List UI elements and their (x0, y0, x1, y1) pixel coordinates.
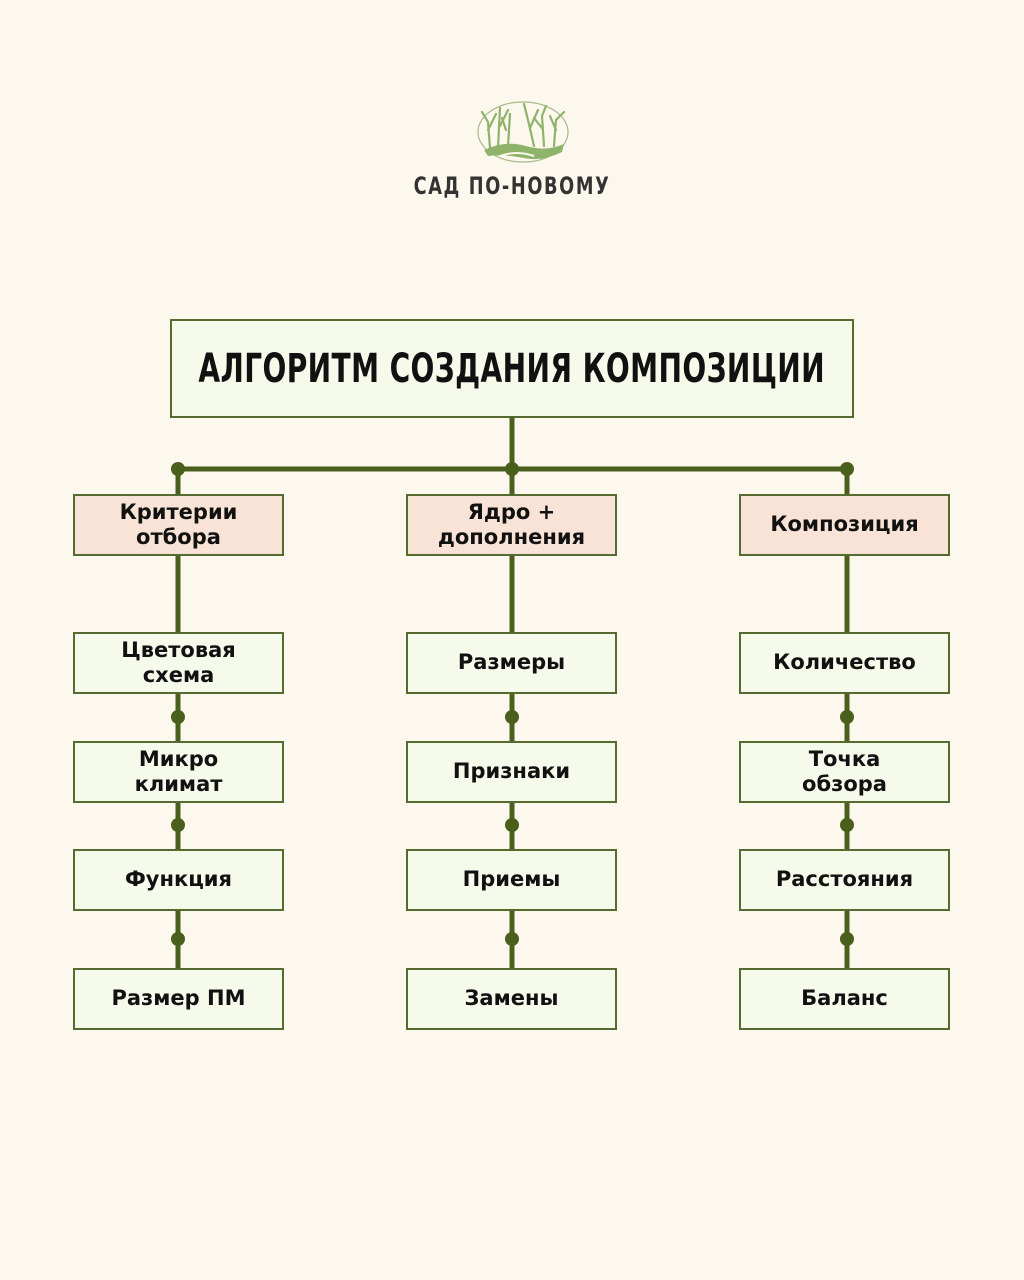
node-label: Количество (773, 650, 916, 675)
junction-dot (171, 932, 185, 946)
node-box: Микро климат (73, 741, 284, 803)
node-label: Точка обзора (802, 746, 887, 796)
node-box: Замены (406, 968, 617, 1030)
node-box: Цветовая схема (73, 632, 284, 694)
junction-dot (505, 818, 519, 832)
node-box: Расстояния (739, 849, 950, 911)
junction-dot (840, 932, 854, 946)
column-header-label: Критерии отбора (119, 499, 238, 549)
node-label: Расстояния (775, 867, 914, 892)
node-label: Размер ПМ (111, 986, 246, 1011)
node-box: Количество (739, 632, 950, 694)
node-box: Размеры (406, 632, 617, 694)
node-box: Приемы (406, 849, 617, 911)
node-label: Микро климат (134, 746, 223, 796)
diagram-title: АЛГОРИТМ СОЗДАНИЯ КОМПОЗИЦИИ (198, 345, 826, 392)
node-box: Признаки (406, 741, 617, 803)
node-box: Размер ПМ (73, 968, 284, 1030)
node-label: Баланс (801, 986, 888, 1011)
forest-oval-logo-icon (477, 101, 569, 163)
node-box: Точка обзора (739, 741, 950, 803)
brand-name: САД ПО-НОВОМУ (413, 172, 611, 200)
column-header-label: Композиция (770, 512, 919, 537)
junction-dot (840, 818, 854, 832)
node-label: Функция (124, 867, 233, 892)
node-label: Замены (464, 986, 559, 1011)
column-header-core: Ядро + дополнения (406, 494, 617, 556)
node-label: Размеры (457, 650, 566, 675)
node-label: Приемы (462, 867, 561, 892)
junction-dot (505, 462, 519, 476)
junction-dot (505, 710, 519, 724)
column-header-composition: Композиция (739, 494, 950, 556)
diagram-title-box: АЛГОРИТМ СОЗДАНИЯ КОМПОЗИЦИИ (170, 319, 854, 418)
node-label: Признаки (452, 759, 571, 784)
column-header-criteria: Критерии отбора (73, 494, 284, 556)
junction-dot (171, 710, 185, 724)
junction-dot (840, 462, 854, 476)
junction-dot (840, 710, 854, 724)
node-box: Баланс (739, 968, 950, 1030)
junction-dot (171, 462, 185, 476)
junction-dot (171, 818, 185, 832)
node-box: Функция (73, 849, 284, 911)
node-label: Цветовая схема (121, 637, 236, 687)
junction-dot (505, 932, 519, 946)
column-header-label: Ядро + дополнения (437, 499, 586, 549)
